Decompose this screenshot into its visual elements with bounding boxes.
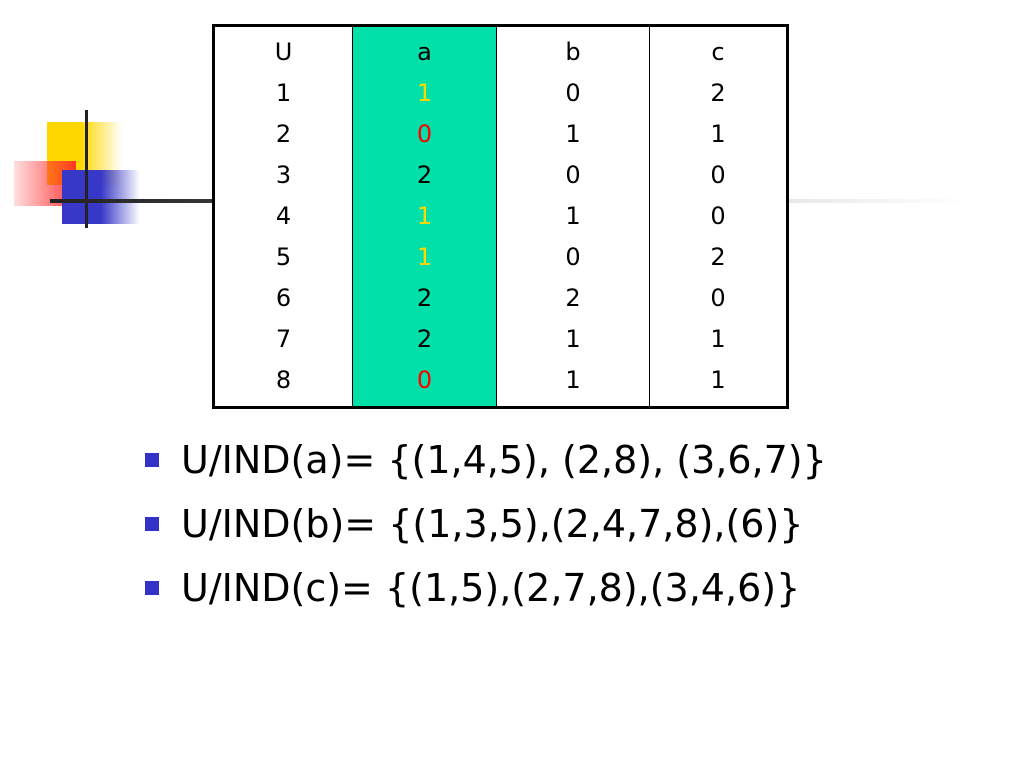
cell-a: 1 xyxy=(352,196,497,237)
table-row: 3 2 0 0 xyxy=(214,155,788,196)
square-bullet-icon xyxy=(145,581,159,595)
cell-c: 2 xyxy=(710,243,726,271)
cell-c: 0 xyxy=(710,284,726,312)
cell-b: 0 xyxy=(496,155,650,196)
list-item: U/IND(b)= {(1,3,5),(2,4,7,8),(6)} xyxy=(145,492,827,556)
red-square-decoration xyxy=(14,161,76,206)
cell-b: 1 xyxy=(496,196,650,237)
cell-u: 6 xyxy=(275,284,292,312)
cell-u: 1 xyxy=(275,79,292,107)
cell-u: 5 xyxy=(275,243,292,271)
cell-c: 1 xyxy=(710,325,726,353)
header-c: c xyxy=(711,38,725,66)
table-row: 5 1 0 2 xyxy=(214,237,788,278)
partition-a-text: U/IND(a)= {(1,4,5), (2,8), (3,6,7)} xyxy=(181,438,827,482)
vertical-line-decoration xyxy=(85,110,88,228)
table-row: 4 1 1 0 xyxy=(214,196,788,237)
partition-b-text: U/IND(b)= {(1,3,5),(2,4,7,8),(6)} xyxy=(181,502,804,546)
cell-c: 1 xyxy=(710,366,726,394)
cell-u: 2 xyxy=(275,120,292,148)
blue-square-decoration xyxy=(62,170,140,224)
cell-u: 3 xyxy=(275,161,292,189)
cell-b: 2 xyxy=(496,278,650,319)
decision-table: U a b c 1 1 0 2 2 0 1 1 3 2 0 0 4 1 1 0 xyxy=(212,24,789,409)
cell-a: 2 xyxy=(352,278,497,319)
square-bullet-icon xyxy=(145,453,159,467)
cell-c: 0 xyxy=(710,161,726,189)
cell-a: 2 xyxy=(352,319,497,360)
table-row: 7 2 1 1 xyxy=(214,319,788,360)
square-bullet-icon xyxy=(145,517,159,531)
cell-b: 1 xyxy=(496,114,650,155)
header-b: b xyxy=(496,25,650,73)
partition-c-text: U/IND(c)= {(1,5),(2,7,8),(3,4,6)} xyxy=(181,566,801,610)
cell-b: 0 xyxy=(496,237,650,278)
table-row: 6 2 2 0 xyxy=(214,278,788,319)
yellow-square-decoration xyxy=(47,122,122,185)
table-row: 8 0 1 1 xyxy=(214,360,788,408)
partition-list: U/IND(a)= {(1,4,5), (2,8), (3,6,7)} U/IN… xyxy=(145,428,827,620)
cell-a: 1 xyxy=(352,237,497,278)
cell-u: 7 xyxy=(275,325,292,353)
cell-c: 2 xyxy=(710,79,726,107)
cell-a: 1 xyxy=(352,73,497,114)
cell-b: 0 xyxy=(496,73,650,114)
cell-a: 0 xyxy=(352,360,497,408)
header-a: a xyxy=(352,25,497,73)
cell-c: 0 xyxy=(710,202,726,230)
table-header-row: U a b c xyxy=(214,25,788,73)
list-item: U/IND(c)= {(1,5),(2,7,8),(3,4,6)} xyxy=(145,556,827,620)
cell-c: 1 xyxy=(710,120,726,148)
cell-a: 2 xyxy=(352,155,497,196)
list-item: U/IND(a)= {(1,4,5), (2,8), (3,6,7)} xyxy=(145,428,827,492)
cell-u: 4 xyxy=(275,202,292,230)
cell-u: 8 xyxy=(275,366,292,394)
table-row: 2 0 1 1 xyxy=(214,114,788,155)
cell-b: 1 xyxy=(496,319,650,360)
table-row: 1 1 0 2 xyxy=(214,73,788,114)
header-u: U xyxy=(274,38,293,66)
cell-b: 1 xyxy=(496,360,650,408)
cell-a: 0 xyxy=(352,114,497,155)
